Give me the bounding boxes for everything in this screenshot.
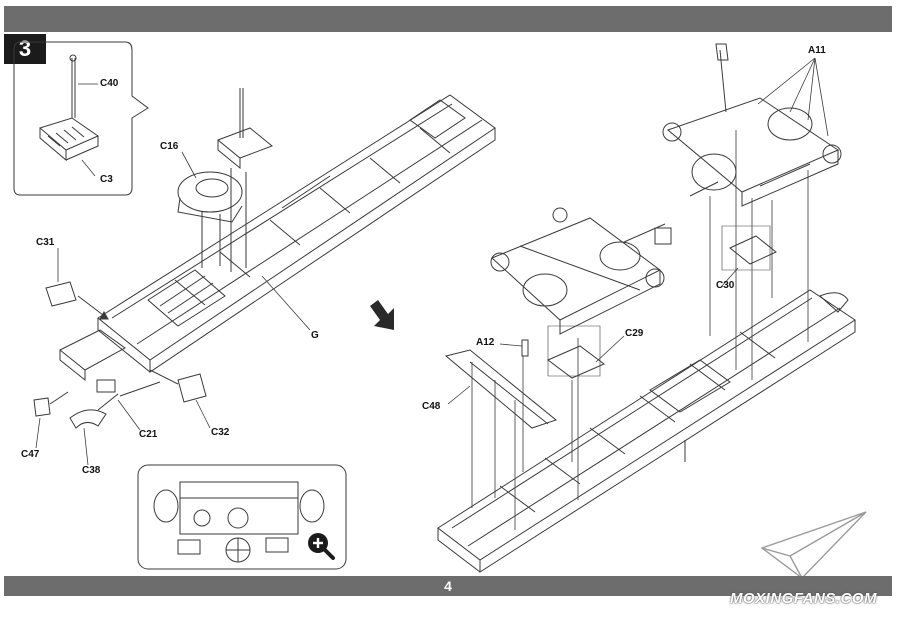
bogie-front <box>490 207 672 335</box>
callout-c47: C47 <box>21 449 40 460</box>
arrow-down-right-icon <box>370 300 394 330</box>
leader-lines-left <box>35 83 311 466</box>
callout-c40: C40 <box>100 78 119 89</box>
callout-c32: C32 <box>211 427 230 438</box>
callout-c16: C16 <box>160 141 179 152</box>
part-c40-rod <box>217 88 273 272</box>
leader-lines-right <box>447 57 829 405</box>
page-number: 4 <box>444 578 452 594</box>
callout-a11: A11 <box>808 45 826 56</box>
watermark-text: MOXINGFANS.COM <box>730 590 878 607</box>
paper-plane-logo-icon <box>760 511 867 579</box>
detail-inset-axle <box>137 464 347 570</box>
step-number: 3 <box>4 34 46 64</box>
callout-c31: C31 <box>36 237 55 248</box>
callout-c21: C21 <box>139 429 158 440</box>
callout-c29: C29 <box>625 328 644 339</box>
callout-g: G <box>311 330 319 341</box>
mounts-and-springs <box>444 225 777 429</box>
footer-bar: 4 <box>4 576 892 596</box>
zoom-in-icon <box>308 533 335 560</box>
guide-lines-right <box>471 130 809 530</box>
header-bar <box>4 6 892 32</box>
part-c16-plate <box>177 171 243 268</box>
chassis-frame-left <box>59 94 496 393</box>
callout-c38: C38 <box>82 465 101 476</box>
callout-c3: C3 <box>100 174 113 185</box>
small-parts-left <box>33 281 207 429</box>
callout-c48: C48 <box>422 401 441 412</box>
chassis-frame-right <box>437 289 856 573</box>
callout-a12: A12 <box>476 337 495 348</box>
bogie-rear <box>662 43 842 207</box>
detail-inset-rod <box>13 41 149 196</box>
callout-c30: C30 <box>716 280 735 291</box>
